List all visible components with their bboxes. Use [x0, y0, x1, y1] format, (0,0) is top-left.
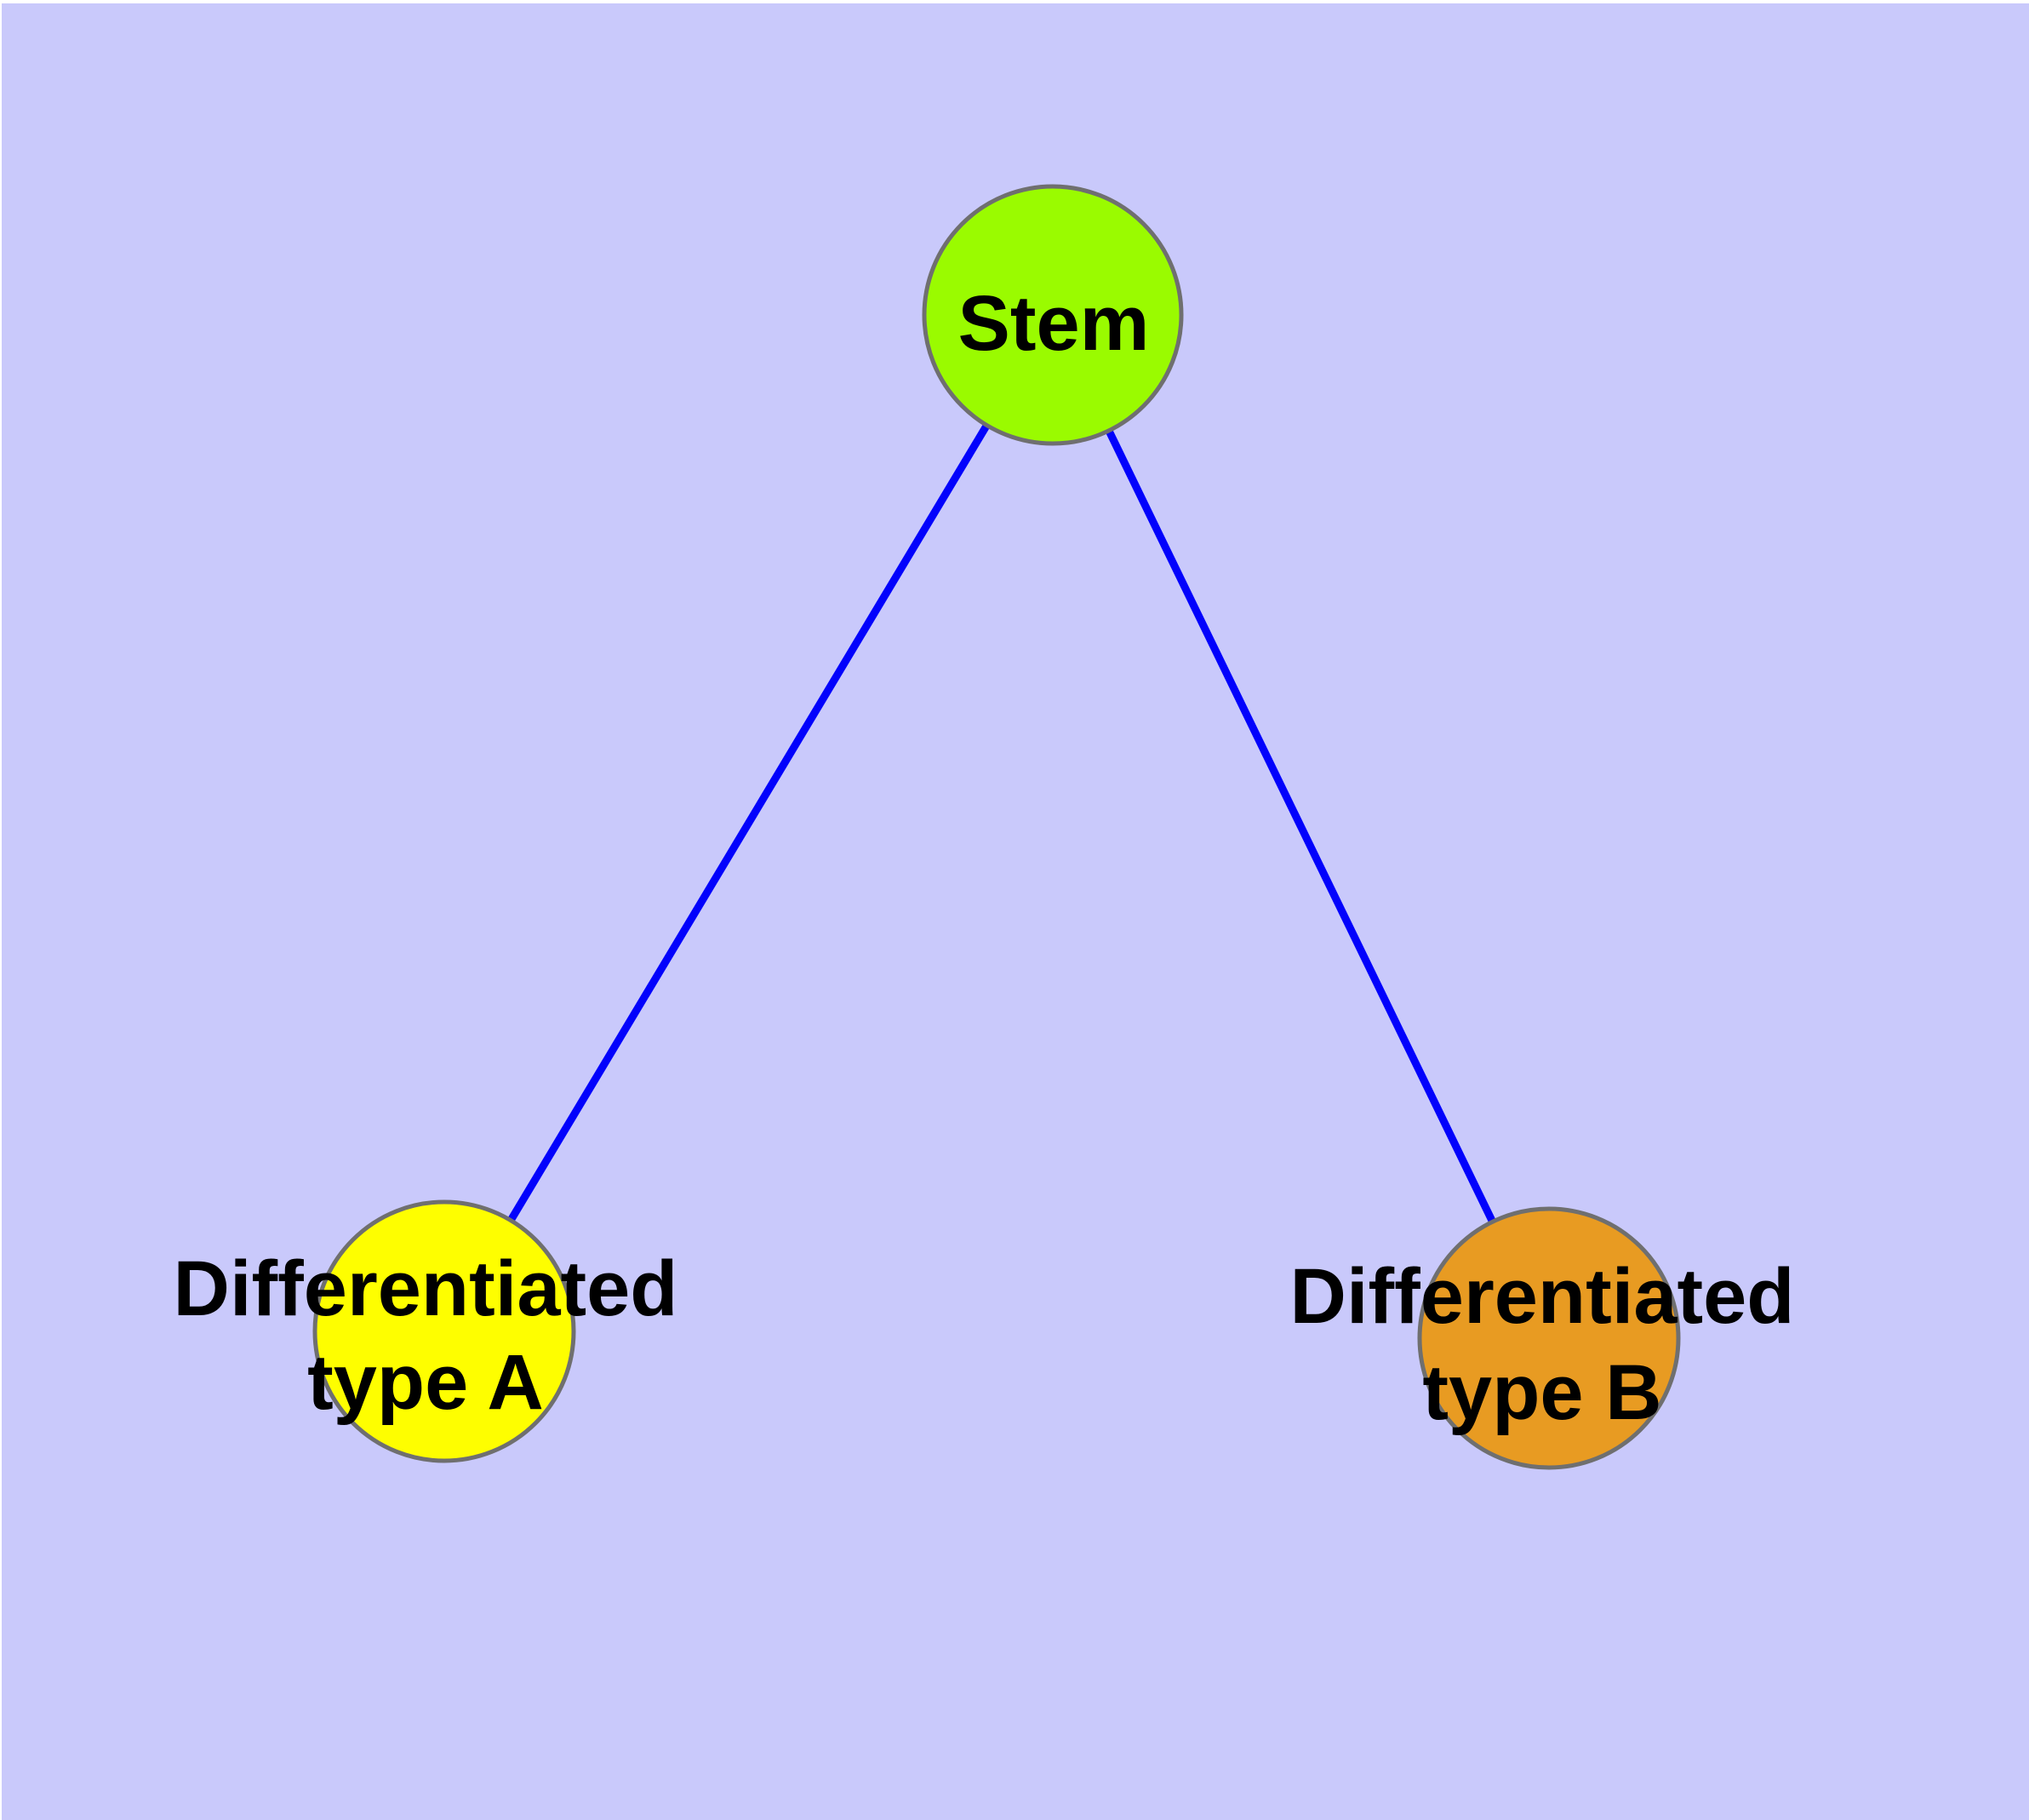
- node-differentiated-type-b: Differentiated type B: [1290, 1206, 1795, 1470]
- node-type-a-label-line2: type A: [307, 1339, 544, 1426]
- node-type-b-label-line1: Differentiated: [1290, 1253, 1795, 1340]
- node-differentiated-type-a: Differentiated type A: [174, 1199, 678, 1463]
- node-type-b-circle: [1417, 1206, 1681, 1470]
- node-type-a-label-line1: Differentiated: [174, 1245, 678, 1332]
- node-stem-circle: [922, 184, 1184, 446]
- node-stem: Stem: [922, 184, 1184, 446]
- edge-stem-to-type-a: [441, 312, 1056, 1334]
- node-stem-label: Stem: [958, 280, 1150, 367]
- node-type-b-label-line2: type B: [1422, 1349, 1661, 1436]
- node-type-a-circle: [312, 1199, 576, 1463]
- edge-stem-to-type-b: [1049, 313, 1553, 1340]
